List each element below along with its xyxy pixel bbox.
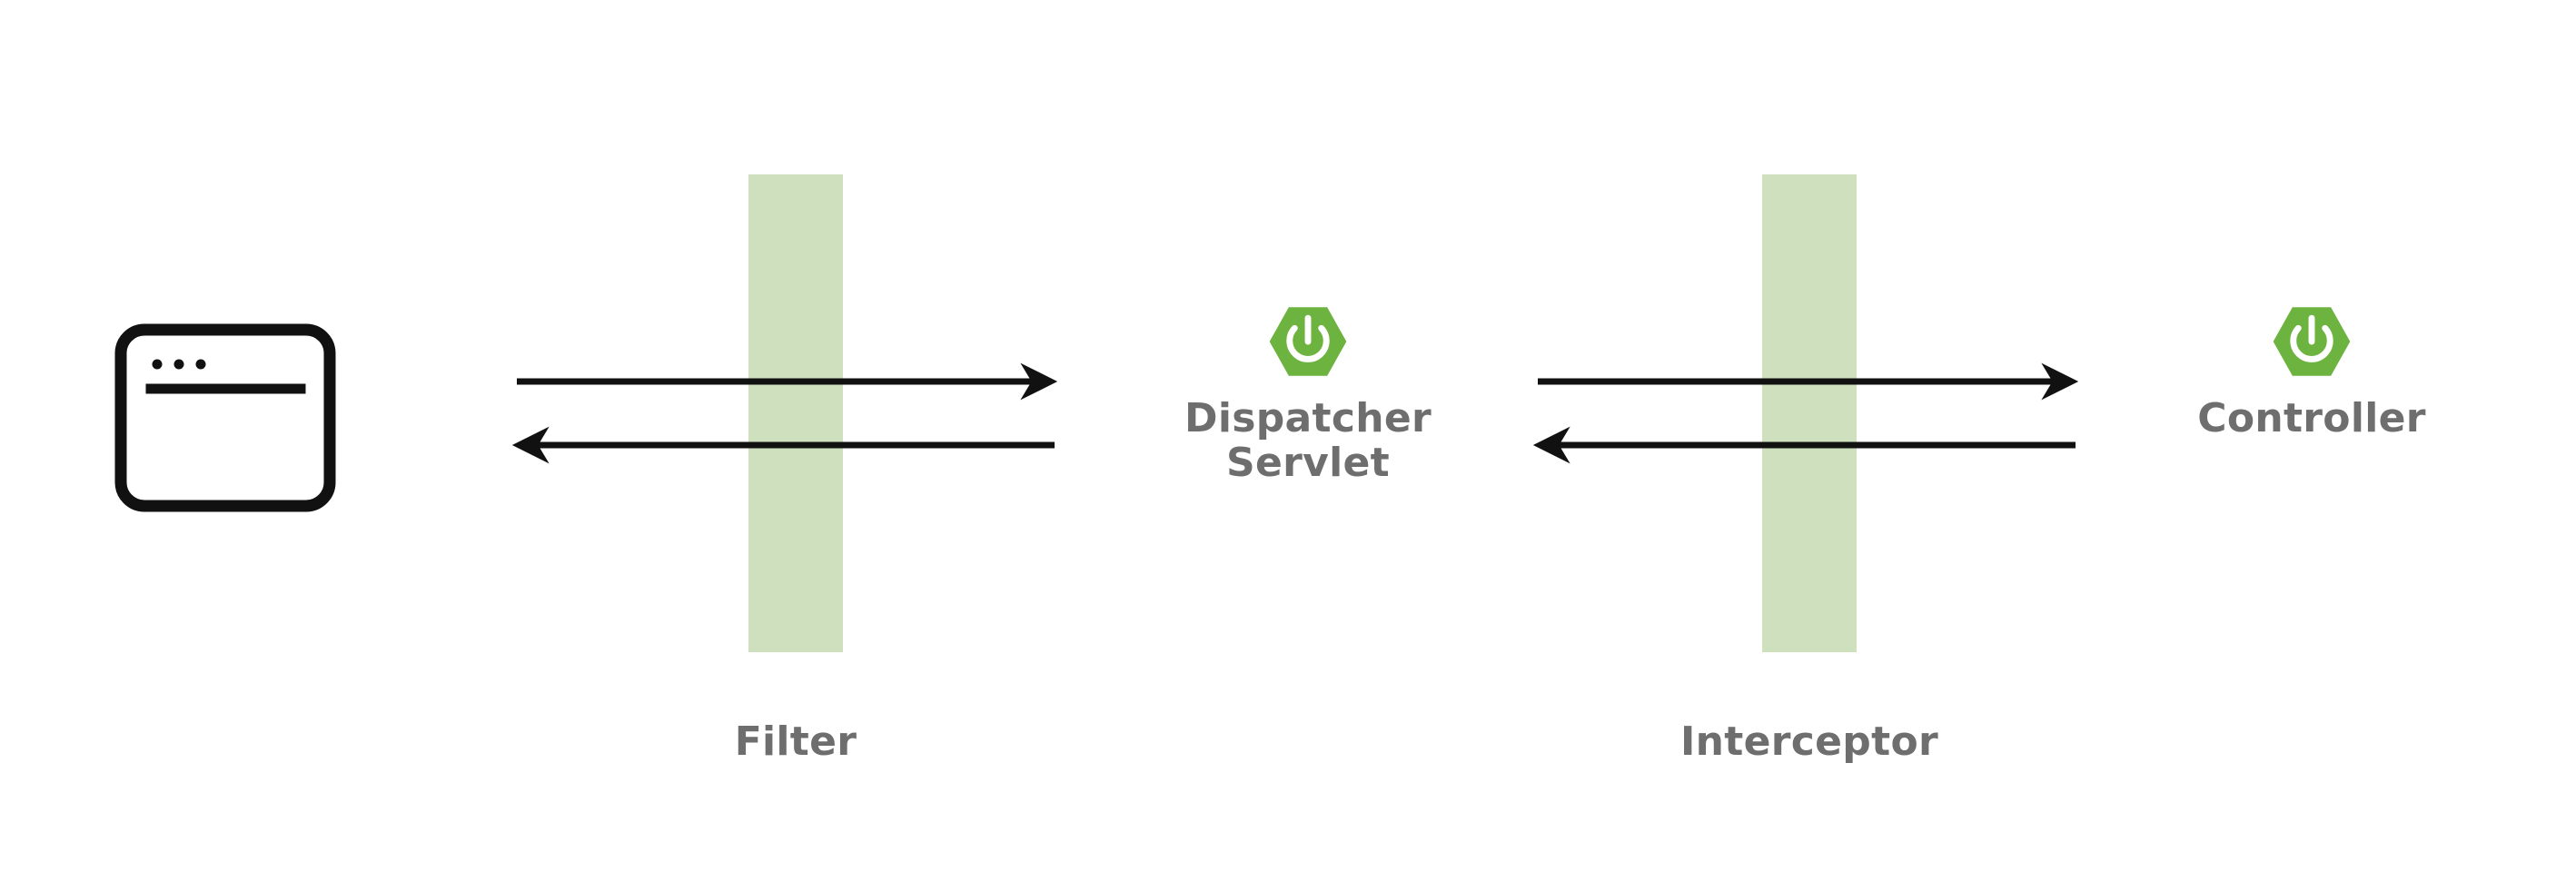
label-line-1: Dispatcher (1184, 395, 1432, 441)
node-controller-label: Controller (2103, 396, 2521, 441)
flow-dispatcher-controller (1530, 360, 2093, 469)
interceptor-band (1762, 174, 1857, 652)
node-dispatcher-servlet-label: Dispatcher Servlet (1099, 396, 1517, 486)
spring-boot-logo-icon (1269, 307, 1347, 376)
filter-band-label: Filter (734, 718, 857, 765)
node-controller: Controller (2103, 300, 2521, 441)
label-line-1: Controller (2197, 395, 2426, 441)
filter-band (748, 174, 843, 652)
spring-boot-logo-icon (2273, 307, 2351, 376)
interceptor-band-label: Interceptor (1680, 718, 1938, 765)
label-line-2: Servlet (1226, 440, 1390, 487)
browser-window-icon (114, 323, 336, 512)
flow-client-dispatcher (509, 360, 1072, 469)
node-dispatcher-servlet: Dispatcher Servlet (1099, 300, 1517, 486)
